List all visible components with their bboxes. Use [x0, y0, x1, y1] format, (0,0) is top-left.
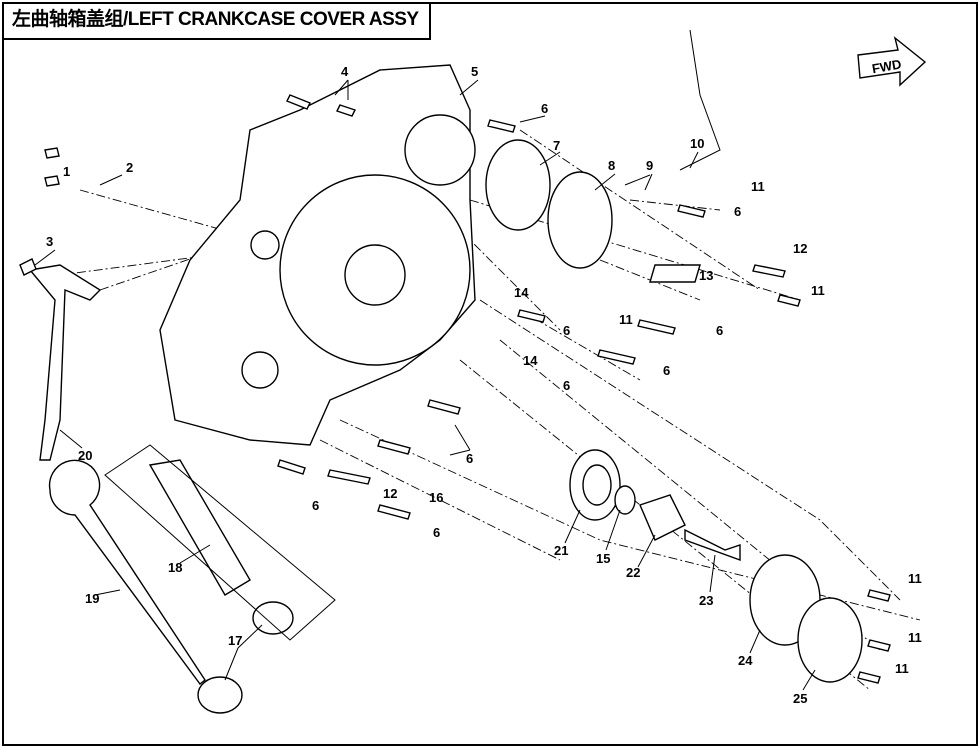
part-label: 7 [553, 138, 560, 153]
part-label: 3 [46, 234, 53, 249]
part-label: 11 [811, 283, 825, 298]
part-label: 25 [793, 691, 807, 706]
part-label: 14 [514, 285, 529, 300]
part-label: 12 [383, 486, 397, 501]
part-label: 24 [738, 653, 753, 668]
part-label: 18 [168, 560, 182, 575]
part-label: 15 [596, 551, 610, 566]
part-label: 16 [429, 490, 443, 505]
part-label: 20 [78, 448, 92, 463]
part-label: 1 [63, 164, 70, 179]
part-label: 21 [554, 543, 568, 558]
part-label: 17 [228, 633, 242, 648]
bolts [19, 94, 891, 684]
page-title: 左曲轴箱盖组/LEFT CRANKCASE COVER ASSY [2, 2, 431, 40]
part-label: 11 [751, 179, 765, 194]
part-label: 11 [895, 661, 909, 676]
plate [649, 264, 701, 283]
bearing-assembly [569, 449, 863, 683]
callout-leaders [34, 79, 816, 691]
part-label: 19 [85, 591, 99, 606]
o-ring [485, 139, 551, 231]
part-label: 6 [563, 323, 570, 338]
part-label: 8 [608, 158, 615, 173]
dipstick [48, 459, 206, 686]
part-label: 4 [341, 64, 349, 79]
cover-plate [547, 171, 613, 269]
part-label: 6 [563, 378, 570, 393]
part-label: 11 [908, 571, 922, 586]
part-label: 12 [793, 241, 807, 256]
part-label: 6 [312, 498, 319, 513]
part-label: 23 [699, 593, 713, 608]
part-label: 6 [663, 363, 670, 378]
part-label: 5 [471, 64, 478, 79]
svg-text:FWD: FWD [871, 56, 903, 76]
breather-hose [624, 29, 721, 186]
part-label: 6 [734, 204, 741, 219]
part-label: 11 [908, 630, 922, 645]
part-number-labels: 1 2 3 4 5 6 7 8 9 10 11 6 12 13 11 14 6 … [46, 64, 922, 706]
part-label: 10 [690, 136, 704, 151]
crankcase-cover [159, 64, 476, 446]
part-label: 6 [541, 101, 548, 116]
part-label: 13 [699, 268, 713, 283]
part-label: 11 [619, 312, 633, 327]
part-label: 14 [523, 353, 538, 368]
part-label: 6 [433, 525, 440, 540]
filler-tube [148, 459, 251, 596]
part-label: 22 [626, 565, 640, 580]
part-label: 6 [716, 323, 723, 338]
part-label: 6 [466, 451, 473, 466]
part-label: 2 [126, 160, 133, 175]
part-label: 9 [646, 158, 653, 173]
speed-sensor [28, 264, 102, 461]
fwd-arrow-icon: FWD [857, 36, 927, 87]
